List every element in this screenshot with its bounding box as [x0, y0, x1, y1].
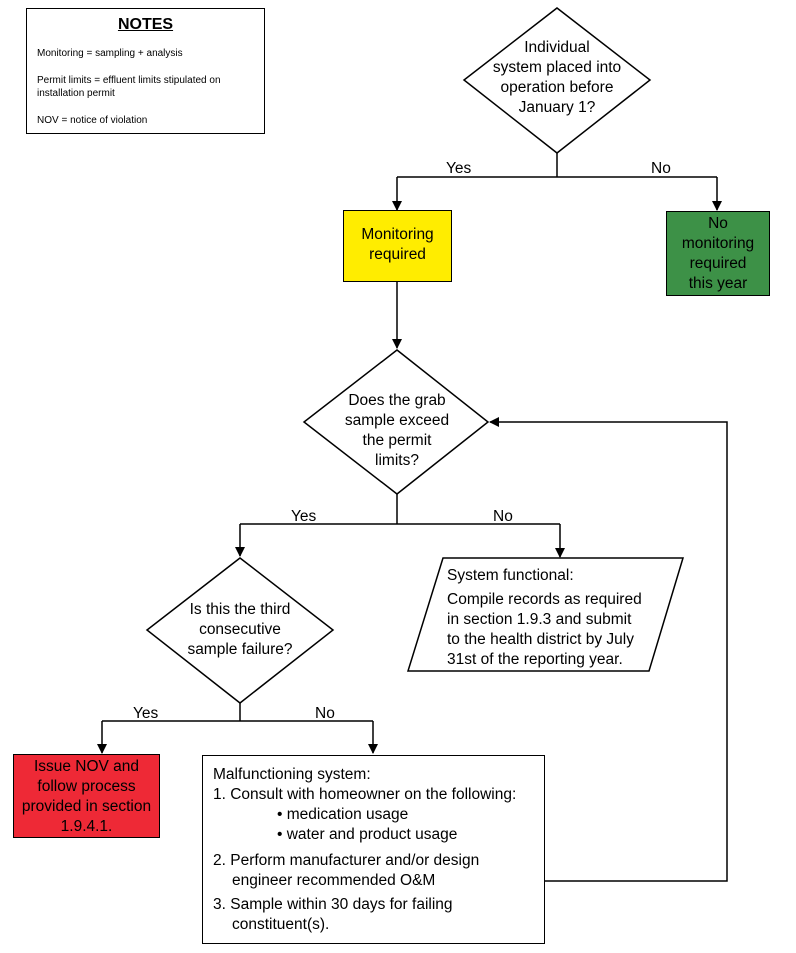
- decision-operation-date-text: Individual system placed into operation …: [467, 38, 647, 118]
- issue-nov-line4: 1.9.4.1.: [60, 818, 113, 835]
- label-yes-third: Yes: [133, 705, 159, 722]
- decision2-line2: sample exceed: [344, 412, 450, 429]
- notes-nov-definition: NOV = notice of violation: [37, 115, 148, 126]
- label-no-third: No: [315, 705, 335, 722]
- no-monitoring-box: No monitoring required this year: [666, 211, 770, 296]
- malfunction-step3-line2: constituent(s).: [232, 916, 330, 933]
- arrow-loop-back-to-d2: [489, 417, 728, 882]
- decision-third-failure-text: Is this the third consecutive sample fai…: [160, 600, 320, 660]
- monitoring-line1: Monitoring: [361, 226, 434, 243]
- decision-grab-sample-text: Does the grab sample exceed the permit l…: [312, 391, 482, 471]
- issue-nov-line3: provided in section: [21, 798, 152, 815]
- no-monitoring-line4: this year: [688, 275, 748, 292]
- issue-nov-box: Issue NOV and follow process provided in…: [13, 754, 160, 838]
- malfunction-step1: 1. Consult with homeowner on the followi…: [213, 786, 517, 803]
- no-monitoring-line2: monitoring: [681, 235, 755, 252]
- functional-line4: 31st of the reporting year.: [447, 651, 623, 668]
- malfunction-title: Malfunctioning system:: [213, 766, 371, 783]
- functional-line1: Compile records as required: [447, 591, 642, 608]
- decision1-line4: January 1?: [518, 99, 596, 116]
- malfunction-bullet-water: • water and product usage: [277, 826, 458, 843]
- monitoring-required-box: Monitoring required: [343, 210, 452, 282]
- decision2-line4: limits?: [375, 452, 419, 469]
- malfunction-step2-line2: engineer recommended O&M: [232, 872, 436, 889]
- functional-heading: System functional:: [447, 567, 574, 584]
- malfunctioning-system-box: Malfunctioning system: 1. Consult with h…: [202, 755, 545, 944]
- monitoring-line2: required: [369, 246, 426, 263]
- decision2-line3: the permit: [362, 432, 432, 449]
- notes-permit-limits-definition-1: Permit limits = effluent limits stipulat…: [37, 75, 221, 86]
- decision3-line2: consecutive: [199, 621, 281, 638]
- functional-line2: in section 1.9.3 and submit: [447, 611, 632, 628]
- decision2-line1: Does the grab: [348, 392, 446, 409]
- notes-permit-limits-definition-2: installation permit: [37, 88, 115, 99]
- functional-line3: to the health district by July: [447, 631, 634, 648]
- notes-title: NOTES: [117, 16, 174, 33]
- notes-monitoring-definition: Monitoring = sampling + analysis: [37, 48, 183, 59]
- issue-nov-line1: Issue NOV and: [33, 758, 140, 775]
- no-monitoring-line1: No: [708, 215, 728, 232]
- label-yes-operation: Yes: [446, 160, 472, 177]
- decision3-line3: sample failure?: [187, 641, 293, 658]
- issue-nov-line2: follow process: [37, 778, 136, 795]
- system-functional-shape: [406, 557, 685, 672]
- notes-box: NOTES Monitoring = sampling + analysis P…: [26, 8, 265, 134]
- connector-d3-split: [102, 703, 373, 722]
- decision3-line1: Is this the third: [189, 601, 291, 618]
- connector-d2-split: [240, 494, 560, 525]
- label-no-exceed: No: [493, 508, 513, 525]
- system-functional-text: System functional: Compile records as re…: [447, 566, 677, 670]
- label-no-operation: No: [651, 160, 671, 177]
- decision1-line1: Individual: [524, 39, 590, 56]
- decision1-line3: operation before: [500, 79, 614, 96]
- malfunction-step3-line1: 3. Sample within 30 days for failing: [213, 896, 453, 913]
- malfunction-bullet-medication: • medication usage: [277, 806, 409, 823]
- no-monitoring-line3: required: [689, 255, 747, 272]
- decision1-line2: system placed into: [492, 59, 622, 76]
- label-yes-exceed: Yes: [291, 508, 317, 525]
- malfunction-step2-line1: 2. Perform manufacturer and/or design: [213, 852, 480, 869]
- connector-d1-split: [397, 153, 717, 178]
